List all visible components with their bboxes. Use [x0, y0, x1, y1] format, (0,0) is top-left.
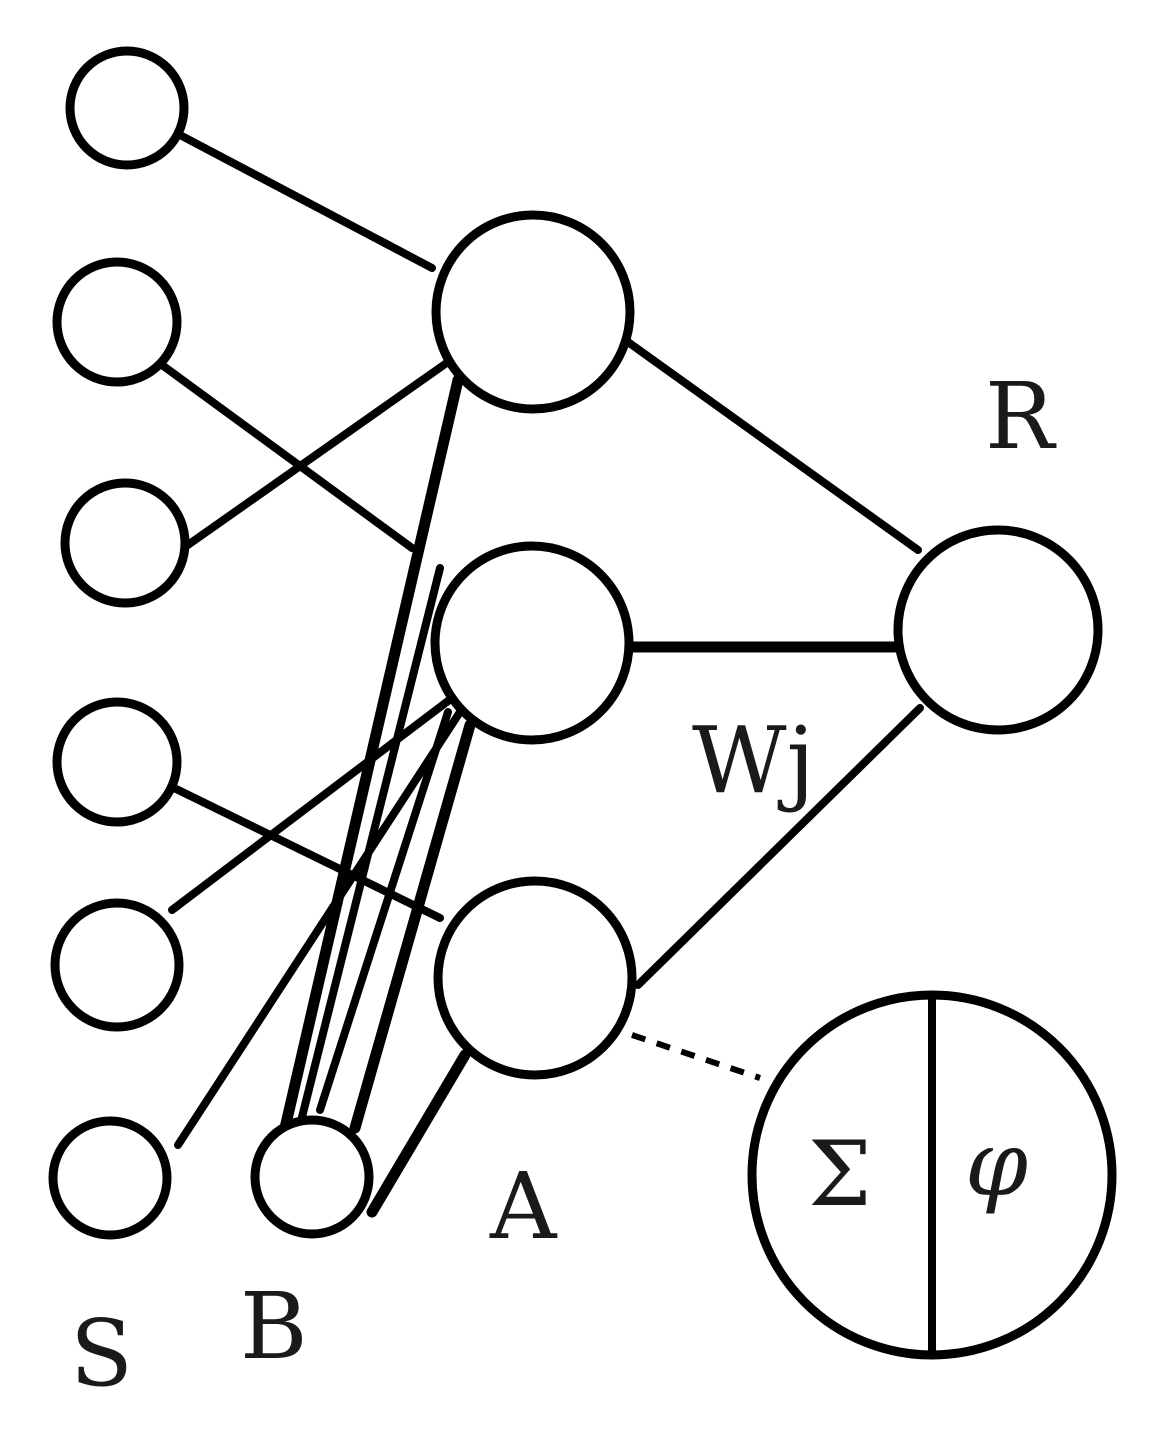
associative-node — [433, 876, 637, 1080]
edge-b-a2-left — [316, 708, 452, 1114]
sensor-node — [65, 46, 189, 170]
edge-s6-a2 — [174, 708, 464, 1149]
label-weights: Wj — [692, 707, 815, 814]
sensor-node — [50, 898, 184, 1032]
labels: S B A R Wj Σ φ — [70, 363, 1057, 1407]
bias-layer — [250, 1115, 374, 1239]
edge-s1-a1 — [176, 131, 436, 272]
edges — [158, 131, 924, 1218]
bias-node — [250, 1115, 374, 1239]
edge-b-a2 — [349, 719, 476, 1134]
label-bias: B — [240, 1273, 308, 1380]
sensor-layer — [48, 46, 190, 1240]
edge-s5-a2 — [168, 694, 456, 914]
edge-b-a1-inner — [296, 564, 444, 1129]
edge-b-a1 — [279, 374, 464, 1134]
label-activation: φ — [965, 1112, 1028, 1217]
edge-b-a3 — [366, 1049, 471, 1218]
edge-s3-a1 — [181, 358, 452, 551]
neuron-detail — [747, 990, 1117, 1360]
sensor-node — [52, 257, 182, 387]
edge-s4-a3 — [164, 781, 444, 922]
label-sum: Σ — [808, 1122, 872, 1227]
associative-node — [431, 210, 635, 414]
sensor-node — [60, 478, 190, 608]
label-sensors: S — [70, 1300, 133, 1407]
edge-a1-r — [624, 338, 922, 554]
label-associative: A — [489, 1153, 558, 1260]
response-layer — [893, 525, 1103, 735]
associative-node — [430, 541, 634, 745]
sensor-node — [48, 1116, 172, 1240]
label-response: R — [985, 363, 1057, 470]
sensor-node — [52, 697, 182, 827]
associative-layer — [430, 210, 637, 1080]
response-node — [893, 525, 1103, 735]
edge-s2-a2 — [158, 361, 416, 552]
edge-a3-detail-dashed — [631, 1032, 761, 1081]
edge-a3-r — [634, 704, 924, 989]
